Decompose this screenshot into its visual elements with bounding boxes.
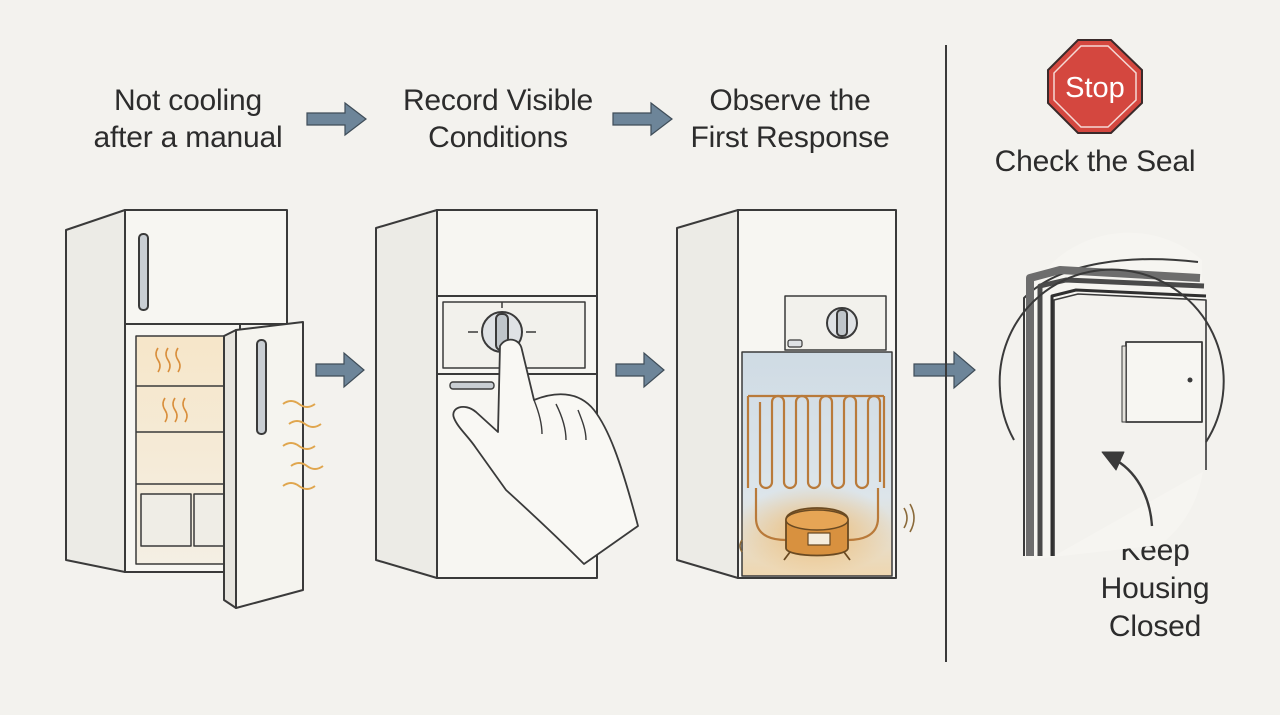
door-seal-closeup <box>998 232 1225 560</box>
step-3-line1: Observe the <box>709 84 871 117</box>
step-2-line2: Conditions <box>428 121 568 154</box>
housing-note-line3: Closed <box>1108 610 1202 643</box>
fridge-open-warm <box>65 209 324 609</box>
arrow-fridge2-to-fridge3 <box>615 351 665 389</box>
arrow-fridge3-to-seal <box>913 350 976 390</box>
step-3-line2: First Response <box>690 121 890 154</box>
compressor-icon <box>783 507 851 561</box>
step-1-line2: after a manual <box>93 121 283 154</box>
housing-note-line2: Housing <box>1100 572 1210 605</box>
step-3-label: Observe the First Response <box>680 82 900 156</box>
arrow-step1-to-step2 <box>306 101 367 137</box>
fridge-dial-adjust <box>375 209 639 579</box>
step-1-line1: Not cooling <box>114 84 262 117</box>
housing-note: Keep Housing Closed <box>1085 532 1225 646</box>
step-2-label: Record Visible Conditions <box>388 82 608 156</box>
hand-icon <box>452 338 639 565</box>
fridge-cutaway-compressor <box>676 209 915 579</box>
arrow-fridge1-to-fridge2 <box>315 351 365 389</box>
check-seal-title: Check the Seal <box>994 145 1196 178</box>
arrow-step2-to-step3 <box>612 101 673 137</box>
step-1-label: Not cooling after a manual <box>78 82 298 156</box>
condenser-coil <box>746 394 886 542</box>
stop-sign-icon: Stop <box>1047 39 1143 134</box>
step-2-line1: Record Visible <box>402 84 594 117</box>
stop-sign-text: Stop <box>1065 72 1125 104</box>
